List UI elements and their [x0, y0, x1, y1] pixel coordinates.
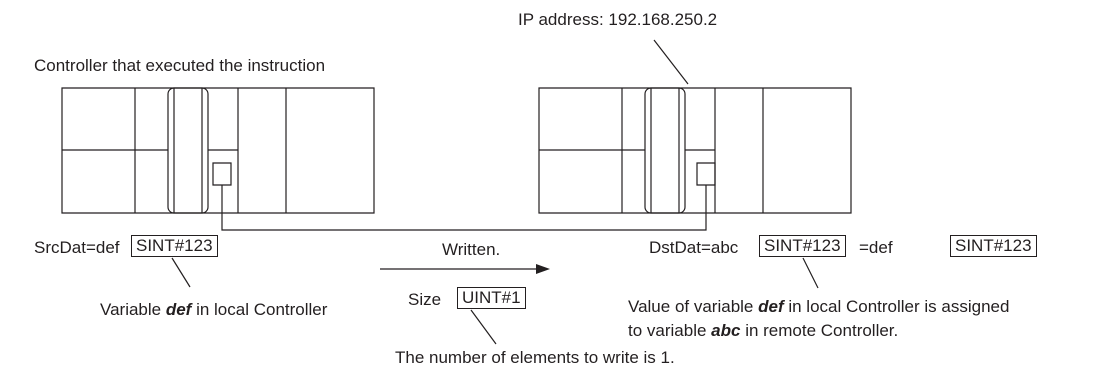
remote-controller-icon	[539, 88, 851, 213]
ip-leader-line	[654, 40, 688, 84]
dst-eq-value-box: SINT#123	[950, 235, 1037, 257]
dst-note-line2: to variable abc in remote Controller.	[628, 321, 899, 340]
remote-ethernet-port	[697, 163, 715, 185]
size-label: Size	[408, 290, 442, 309]
write-arrow	[380, 264, 550, 274]
written-label: Written.	[442, 240, 501, 259]
network-cable	[222, 185, 706, 230]
src-leader-line	[172, 258, 190, 287]
size-value-box: UINT#1	[457, 287, 526, 309]
dst-note-line1: Value of variable def in local Controlle…	[628, 297, 1010, 316]
src-note: Variable def in local Controller	[100, 300, 328, 319]
src-value-box: SINT#123	[131, 235, 218, 257]
local-controller-label: Controller that executed the instruction	[34, 56, 326, 75]
dst-value-box: SINT#123	[759, 235, 846, 257]
dst-leader-line	[803, 258, 818, 288]
size-leader-line	[471, 310, 496, 344]
size-note: The number of elements to write is 1.	[395, 348, 675, 367]
local-controller-icon	[62, 88, 374, 213]
dst-eq-label: =def	[859, 238, 893, 257]
ip-address-label: IP address: 192.168.250.2	[518, 10, 718, 29]
dst-dat-label: DstDat=abc	[649, 238, 739, 257]
src-dat-label: SrcDat=def	[34, 238, 120, 257]
local-ethernet-port	[213, 163, 231, 185]
